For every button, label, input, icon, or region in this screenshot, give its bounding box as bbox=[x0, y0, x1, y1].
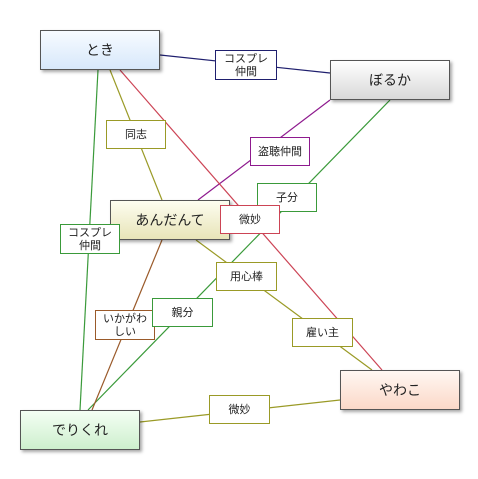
edge-boruka-derikure bbox=[87, 99, 391, 411]
node-boruka[interactable]: ぼるか bbox=[330, 60, 450, 100]
node-derikure[interactable]: でりくれ bbox=[20, 410, 140, 450]
label-toki-andante: 同志 bbox=[106, 120, 166, 149]
label-andante-derikure: いかがわしい bbox=[95, 310, 155, 340]
label-toki-yawako: 微妙 bbox=[220, 205, 280, 234]
label-toki-derikure: コスプレ仲間 bbox=[60, 224, 120, 254]
label-boruka-andante: 盗聴仲間 bbox=[250, 137, 310, 166]
edge-andante-yawako bbox=[195, 239, 373, 371]
node-andante[interactable]: あんだんて bbox=[110, 200, 230, 240]
label-derikure-yawako: 微妙 bbox=[209, 395, 270, 424]
label-andante-yawako-employment: 用心棒 bbox=[216, 262, 277, 291]
label-andante-yawako-employer: 雇い主 bbox=[292, 318, 353, 347]
node-yawako[interactable]: やわこ bbox=[340, 370, 460, 410]
label-derikure-boruka-parent: 親分 bbox=[152, 298, 213, 327]
label-toki-boruka: コスプレ仲間 bbox=[215, 50, 277, 80]
node-toki[interactable]: とき bbox=[40, 30, 160, 70]
